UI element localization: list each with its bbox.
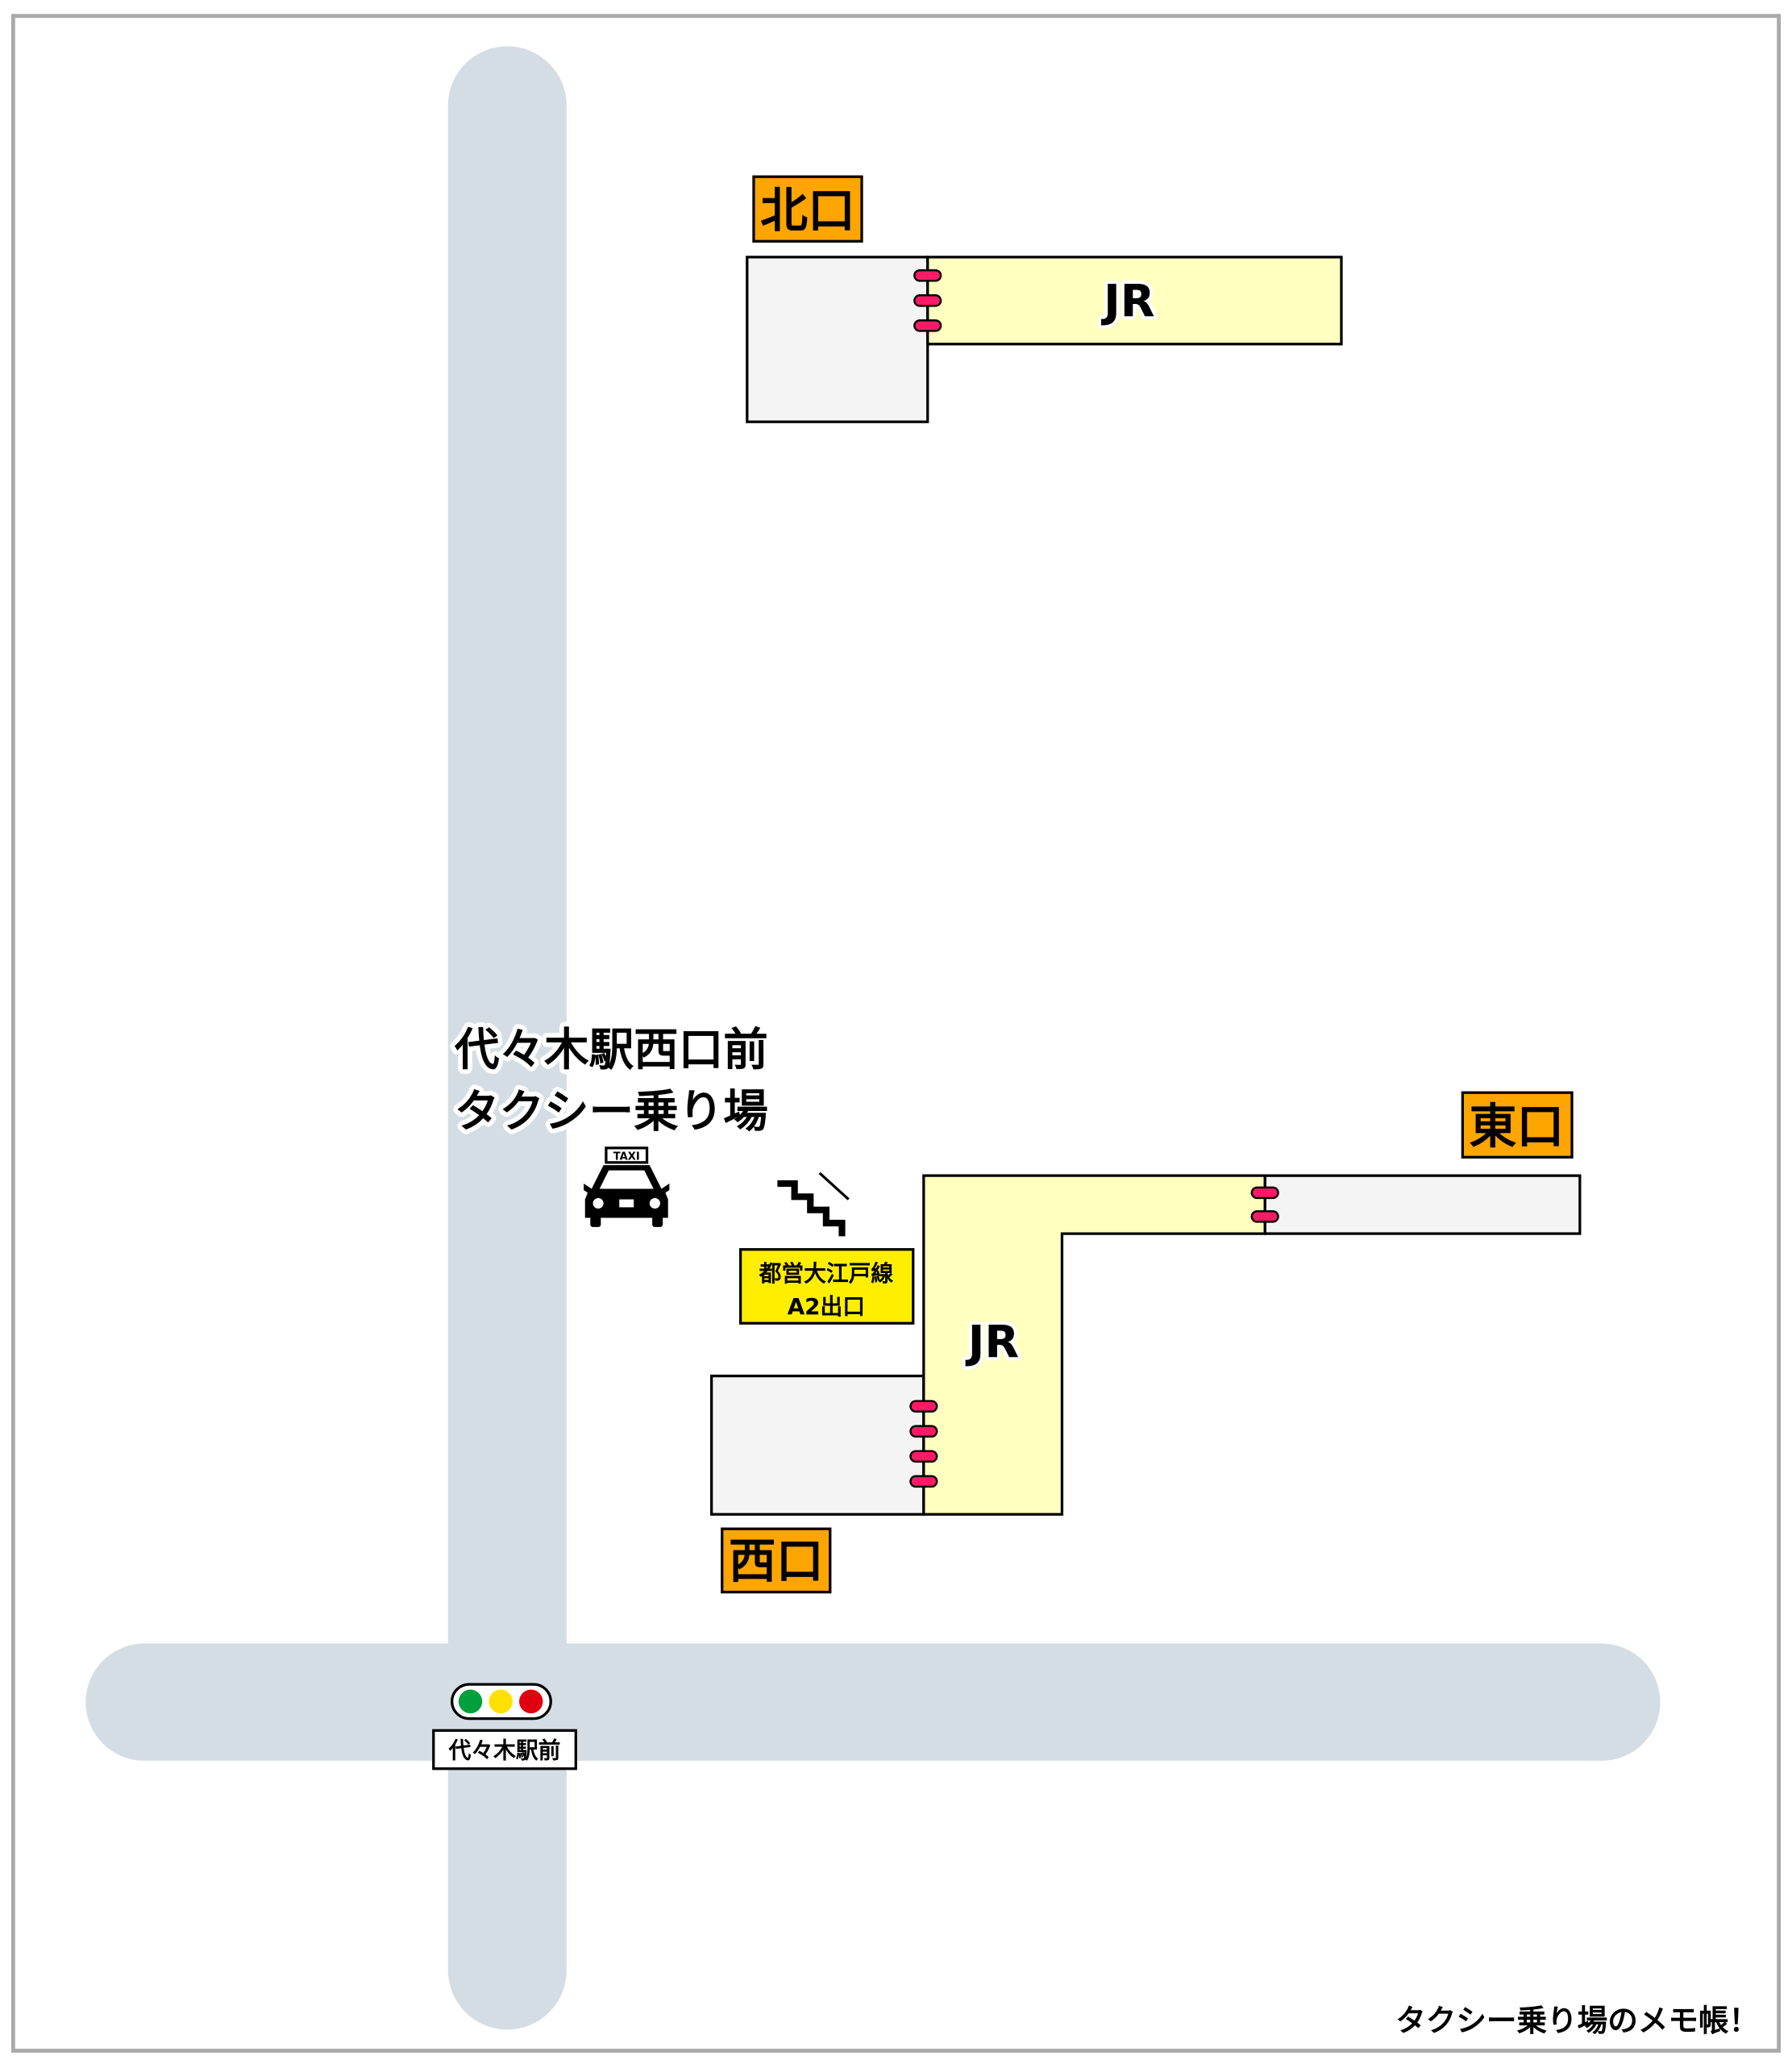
exit-label-east: 東口 [1461, 1091, 1574, 1159]
north-jr-label: JR [1100, 275, 1154, 327]
subway-exit-number: A2出口 [788, 1293, 865, 1320]
title-line-1: 代々木駅西口前 [454, 1024, 768, 1076]
ticket-gates-north [913, 268, 942, 332]
taxi-stand-title: 代々木駅西口前 タクシー乗り場 [449, 1019, 772, 1142]
north-station: JR [746, 256, 1343, 423]
ticket-gates-east [1250, 1186, 1279, 1223]
west-concourse [710, 1374, 925, 1516]
exit-label-west-text: 西口 [729, 1533, 824, 1589]
footer-note: タクシー乗り場のメモ帳！ [1395, 2003, 1759, 2038]
stairs-icon [777, 1171, 850, 1237]
taxi-icon: TAXI [584, 1146, 670, 1227]
main-jr-label: JR [965, 1317, 1019, 1369]
taxi-sign-text: TAXI [613, 1151, 640, 1163]
intersection-label: 代々木駅前 [432, 1729, 577, 1771]
exit-label-west: 西口 [721, 1527, 832, 1594]
exit-label-east-text: 東口 [1470, 1098, 1565, 1154]
road-vertical [447, 46, 567, 2030]
gate-icon [909, 1450, 938, 1463]
traffic-light-icon [451, 1683, 552, 1721]
gate-icon [913, 319, 942, 332]
east-concourse [1263, 1174, 1582, 1235]
gate-icon [909, 1475, 938, 1488]
ticket-gates-west [909, 1400, 938, 1488]
gate-icon [1250, 1186, 1279, 1200]
main-jr-area [922, 1174, 1266, 1516]
subway-exit-label: 都営大江戸線 A2出口 [738, 1248, 915, 1325]
gate-icon [1250, 1210, 1279, 1223]
road-horizontal [85, 1643, 1661, 1761]
gate-icon [913, 294, 942, 307]
exit-label-north-text: 北口 [760, 182, 855, 238]
subway-line-name: 都営大江戸線 [759, 1260, 894, 1287]
intersection-label-text: 代々木駅前 [448, 1737, 561, 1764]
title-line-2: タクシー乗り場 [455, 1086, 768, 1138]
main-station: JR [710, 1174, 1582, 1516]
gate-icon [913, 268, 942, 282]
gate-icon [909, 1400, 938, 1413]
north-concourse [746, 256, 929, 423]
gate-icon [909, 1425, 938, 1438]
exit-label-north: 北口 [752, 175, 863, 243]
